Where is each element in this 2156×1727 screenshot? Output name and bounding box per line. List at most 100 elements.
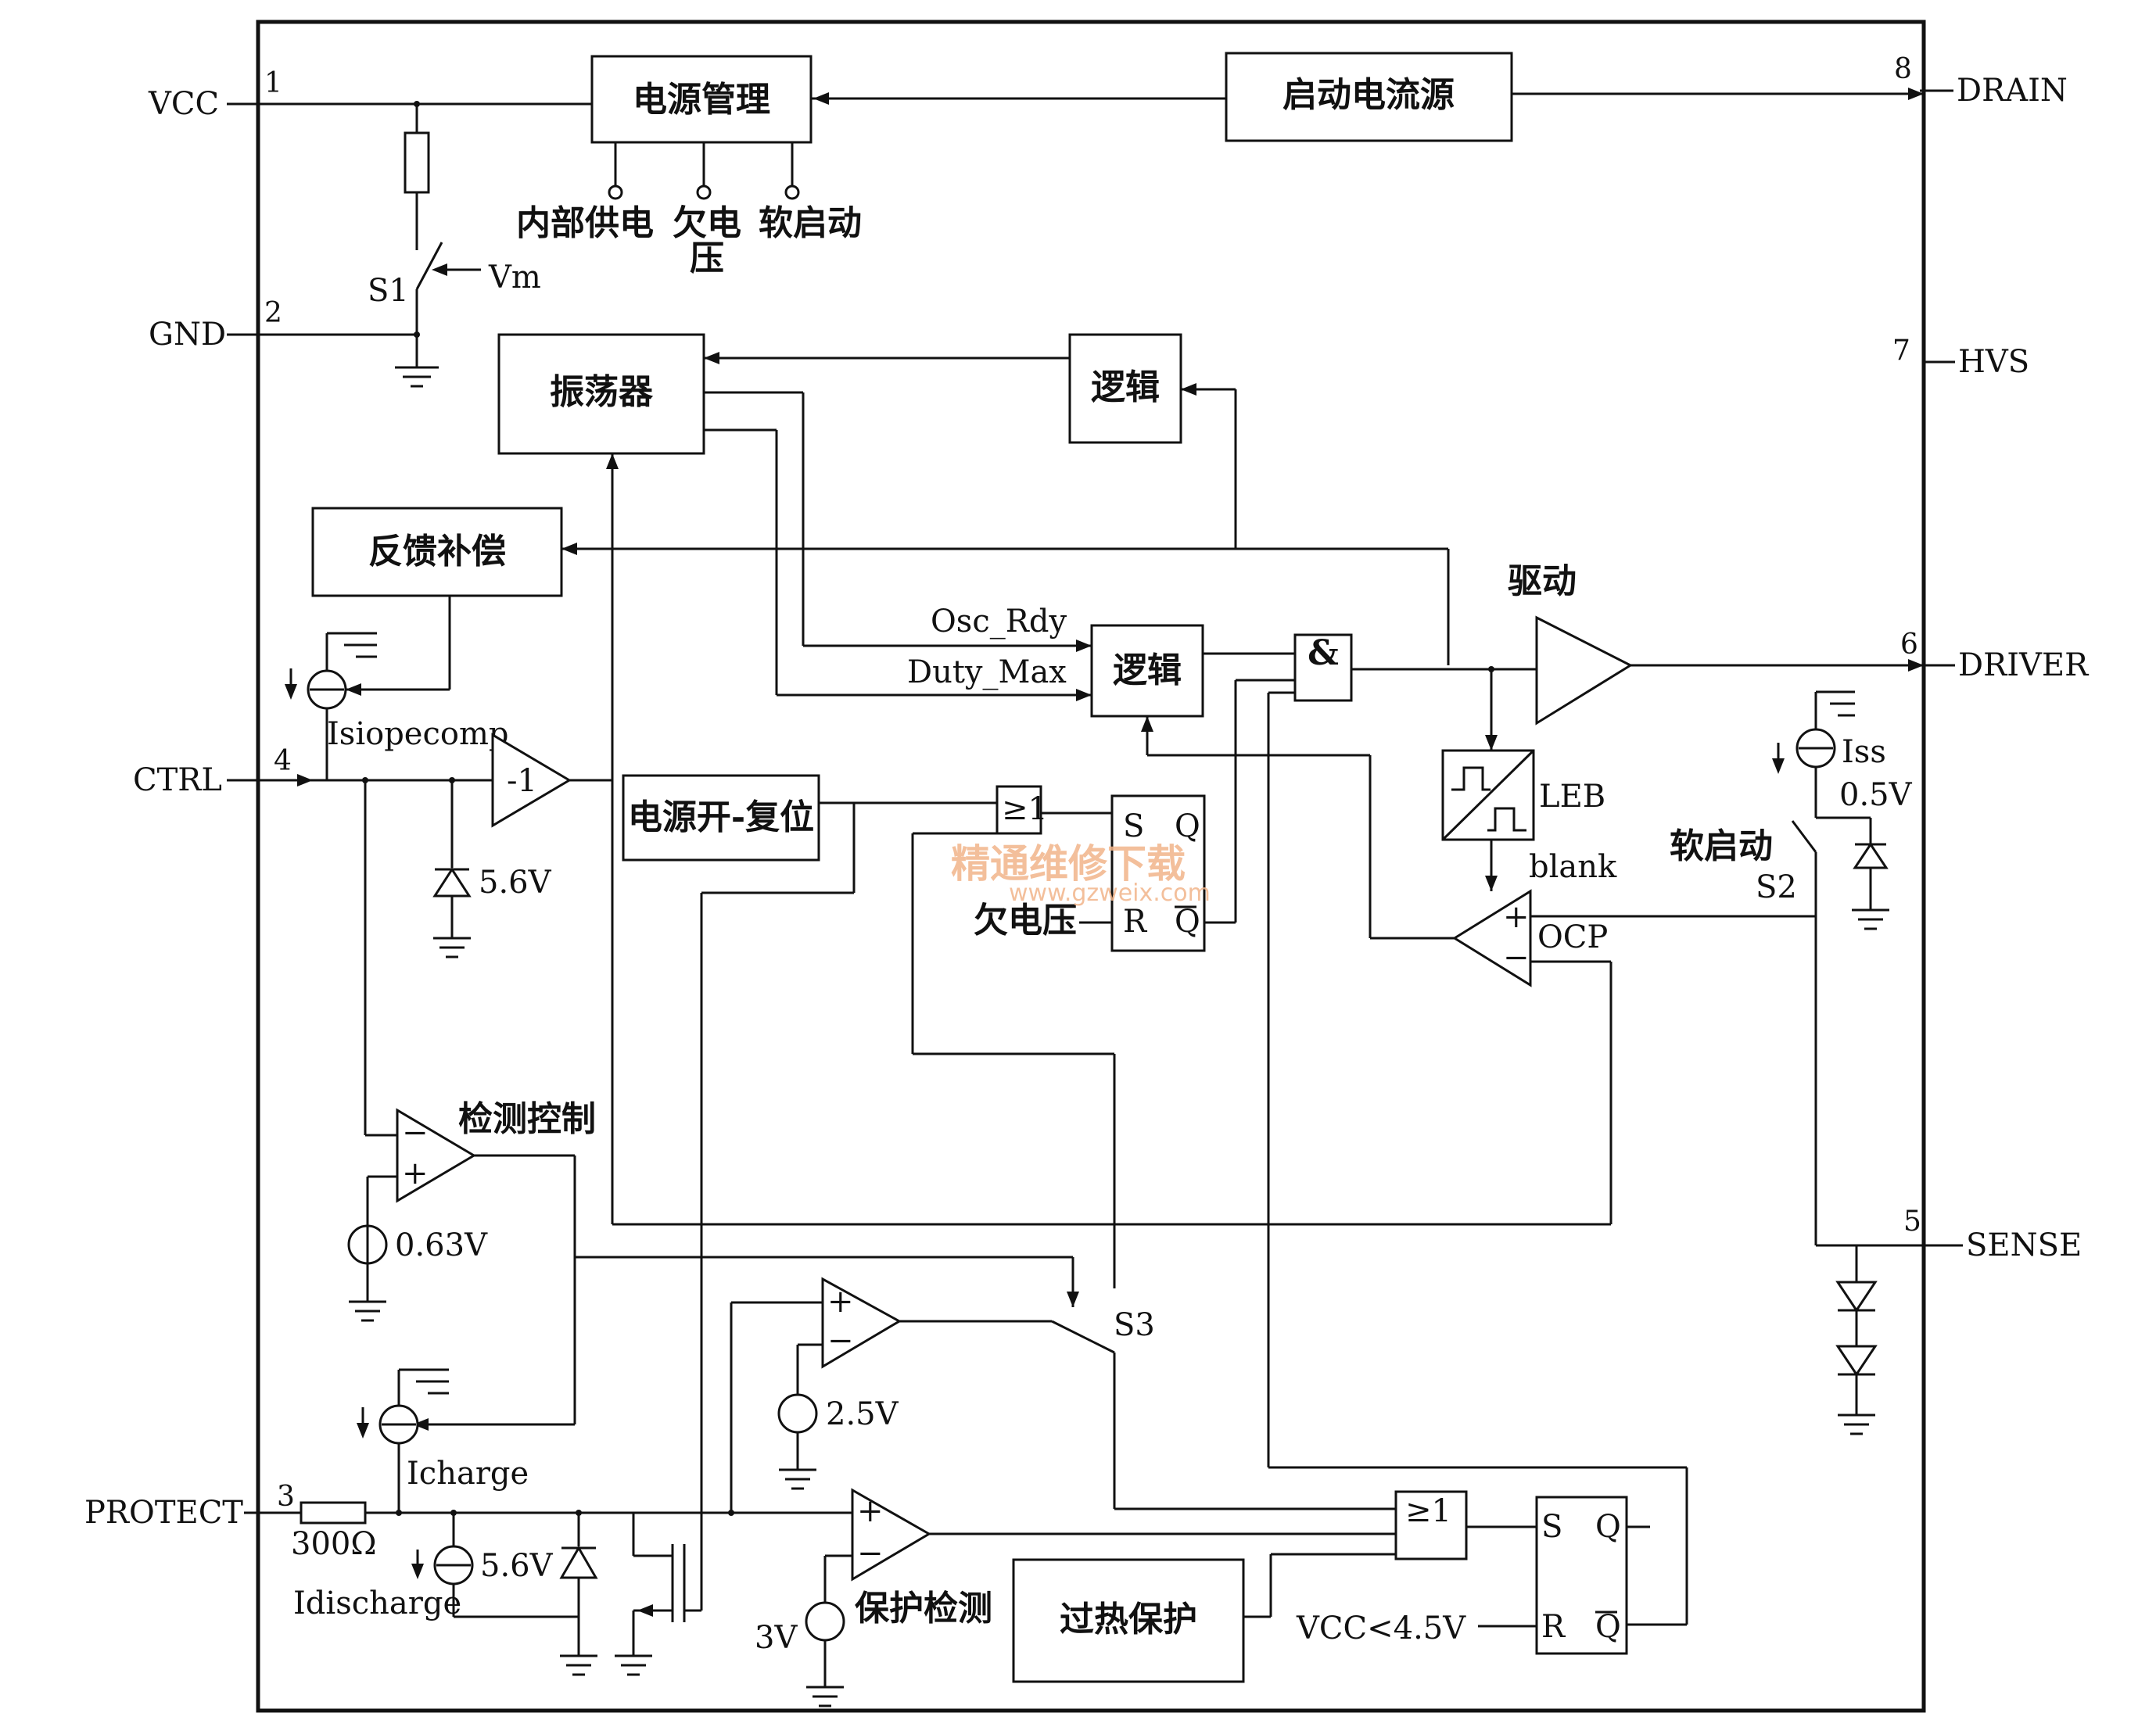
logic-mid-label: 逻辑 — [1113, 650, 1182, 690]
ground-symbol — [395, 344, 439, 388]
comparator-2-5v: + − — [821, 1277, 902, 1369]
icharge-current-source: Icharge — [357, 1368, 529, 1492]
watermark-text: 精通维修下载 — [951, 840, 1186, 887]
discharge-mosfet — [615, 1513, 686, 1676]
leb-block: LEB — [1441, 749, 1605, 841]
pin-drain: DRAIN 8 — [1894, 53, 2068, 109]
switch-s2-label: S2 — [1756, 869, 1797, 905]
pin-vcc-number: 1 — [264, 67, 282, 99]
pd-plus: + — [857, 1493, 884, 1529]
startup-current-source-block: 启动电流源 — [1225, 52, 1513, 142]
protect-detect-comparator: + − 保护检测 — [851, 1488, 992, 1628]
icharge-label: Icharge — [407, 1456, 529, 1492]
r-300-label: 300Ω — [291, 1526, 377, 1562]
cmp25-minus: − — [827, 1323, 854, 1359]
iss-label: Iss — [1842, 734, 1886, 770]
voltage-source-3v: 3V — [755, 1601, 845, 1707]
inverter-amp: -1 — [491, 733, 572, 828]
ic-package-outline — [256, 20, 1926, 1713]
or-gate-2-label: ≥1 — [1405, 1493, 1451, 1529]
switch-s3-label: S3 — [1114, 1307, 1155, 1343]
soft-start-label: 软启动 — [759, 203, 862, 243]
v-0-5-label: 0.5V — [1839, 777, 1913, 813]
undervoltage-label-2: 压 — [690, 238, 724, 278]
vm-label: Vm — [488, 260, 541, 296]
pin-protect-label: PROTECT — [84, 1495, 243, 1531]
zener-5-6b-label: 5.6V — [480, 1548, 554, 1584]
pin-protect-number: 3 — [277, 1481, 295, 1513]
detect-control-comparator: − + 检测控制 — [396, 1099, 596, 1203]
pin-sense-number: 5 — [1903, 1206, 1921, 1238]
ocp-minus: − — [1503, 940, 1530, 976]
v-3-label: 3V — [755, 1620, 798, 1656]
feedback-compensation-block: 反馈补偿 — [311, 507, 563, 597]
ff1-s: S — [1123, 808, 1144, 844]
logic-top-label: 逻辑 — [1091, 367, 1160, 407]
or-gate-2: ≥1 — [1394, 1490, 1468, 1560]
pin-vcc: VCC 1 — [148, 67, 282, 122]
switch-s1-label: S1 — [368, 273, 409, 309]
pin-protect: PROTECT 3 — [84, 1481, 301, 1531]
voltage-source-2-5v: 2.5V — [777, 1393, 899, 1490]
and-gate-label: & — [1308, 633, 1339, 673]
zener-5-6v-label: 5.6V — [479, 865, 552, 901]
ff2-s: S — [1541, 1509, 1562, 1545]
detect-control-label: 检测控制 — [458, 1099, 596, 1139]
isiopecomp-label: Isiopecomp — [327, 716, 509, 752]
v-0-63-label: 0.63V — [395, 1227, 488, 1263]
or-gate-1: ≥1 — [995, 785, 1048, 835]
sense-diodes — [1835, 1281, 1878, 1435]
rs-flipflop-2: S Q R Q — [1535, 1496, 1628, 1655]
pin-drain-number: 8 — [1894, 53, 1912, 85]
switch-s1 — [415, 242, 443, 290]
pin-gnd-label: GND — [149, 317, 226, 353]
feedback-compensation-label: 反馈补偿 — [368, 532, 506, 571]
duty-max-label: Duty_Max — [907, 654, 1067, 690]
pin-ctrl-label: CTRL — [133, 762, 222, 798]
resistor-300: 300Ω — [291, 1501, 377, 1562]
pin-hvs-label: HVS — [1958, 344, 2029, 380]
watermark-url: www.gzweix.com — [1009, 880, 1211, 907]
ff1-r: R — [1123, 904, 1148, 940]
driver-buffer: 驱动 — [1508, 561, 1634, 726]
undervoltage-input-label: 欠电压 — [974, 901, 1077, 941]
ff1-qbar: Q — [1175, 904, 1200, 940]
pd-minus: − — [857, 1535, 884, 1571]
logic-block-mid: 逻辑 — [1090, 624, 1204, 718]
pin-ctrl-number: 4 — [274, 745, 292, 777]
pin-gnd: GND 2 — [149, 297, 282, 353]
ocp-label: OCP — [1537, 919, 1608, 955]
blank-label: blank — [1529, 849, 1617, 885]
iss-current-source: Iss — [1772, 690, 1886, 774]
overheat-protection-block: 过热保护 — [1012, 1558, 1245, 1683]
ff2-r: R — [1541, 1609, 1566, 1645]
osc-rdy-label: Osc_Rdy — [931, 604, 1067, 640]
oscillator-label: 振荡器 — [550, 372, 654, 412]
drive-label: 驱动 — [1508, 561, 1577, 601]
rs-flipflop-1: S Q R Q — [1110, 794, 1206, 952]
pin-driver-label: DRIVER — [1958, 647, 2090, 683]
detect-minus: − — [402, 1115, 429, 1151]
zener-0-5v — [1852, 842, 1889, 930]
pin-hvs: HVS 7 — [1892, 335, 2029, 380]
ocp-comparator: + − OCP — [1452, 889, 1608, 987]
and-gate: & — [1293, 633, 1353, 702]
switch-s3 — [1051, 1320, 1115, 1354]
ff2-qbar: Q — [1595, 1609, 1621, 1645]
ocp-plus: + — [1503, 899, 1530, 935]
soft-start-switch-label: 软启动 — [1670, 826, 1773, 866]
pin-drain-label: DRAIN — [1957, 73, 2068, 109]
overheat-protection-label: 过热保护 — [1060, 1600, 1197, 1639]
internal-supply-label: 内部供电 — [516, 203, 654, 243]
pin-gnd-number: 2 — [264, 297, 282, 329]
startup-current-source-label: 启动电流源 — [1282, 75, 1455, 115]
ff1-q: Q — [1175, 808, 1200, 844]
zener-5-6v-ctrl: 5.6V — [432, 865, 552, 958]
pin-sense: SENSE 5 — [1903, 1206, 2082, 1263]
isiopecomp-current-source: Isiopecomp — [285, 632, 509, 752]
bleed-resistor — [404, 131, 430, 194]
ff2-q: Q — [1595, 1509, 1621, 1545]
oscillator-block: 振荡器 — [497, 333, 705, 455]
power-on-reset-block: 电源开-复位 — [622, 774, 820, 862]
detect-plus: + — [402, 1156, 429, 1191]
